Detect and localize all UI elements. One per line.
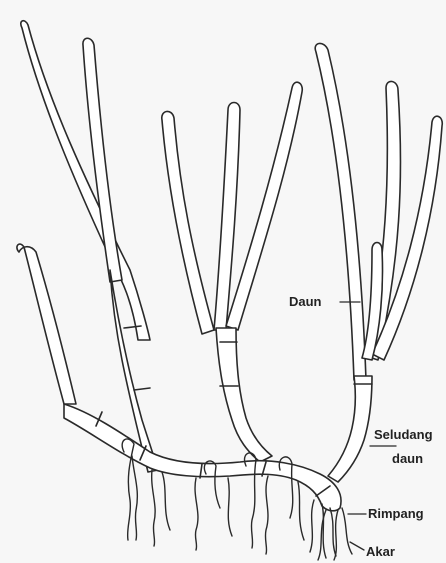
label-seludang: Seludang xyxy=(374,428,433,441)
middle-shoot xyxy=(162,82,302,462)
root xyxy=(162,472,170,530)
left-leaf-1 xyxy=(17,244,76,404)
right-sheath xyxy=(328,376,372,482)
left-shoot xyxy=(17,21,158,472)
root xyxy=(342,508,352,554)
root xyxy=(228,478,232,536)
label-akar: Akar xyxy=(366,545,395,558)
right-leaf-1 xyxy=(315,43,366,380)
root xyxy=(310,500,314,552)
label-seludang-daun: daun xyxy=(392,452,423,465)
right-shoot xyxy=(315,43,442,482)
akar-leader xyxy=(350,542,364,550)
left-sheath-node-2 xyxy=(134,388,150,390)
label-rimpang: Rimpang xyxy=(368,507,424,520)
middle-sheath xyxy=(216,328,272,462)
root xyxy=(265,476,268,554)
middle-leaf-1 xyxy=(162,111,214,334)
label-daun: Daun xyxy=(289,295,322,308)
left-leaf-3 xyxy=(83,38,122,282)
root xyxy=(298,482,304,540)
root xyxy=(152,470,155,546)
root xyxy=(195,478,198,550)
root xyxy=(132,456,137,540)
